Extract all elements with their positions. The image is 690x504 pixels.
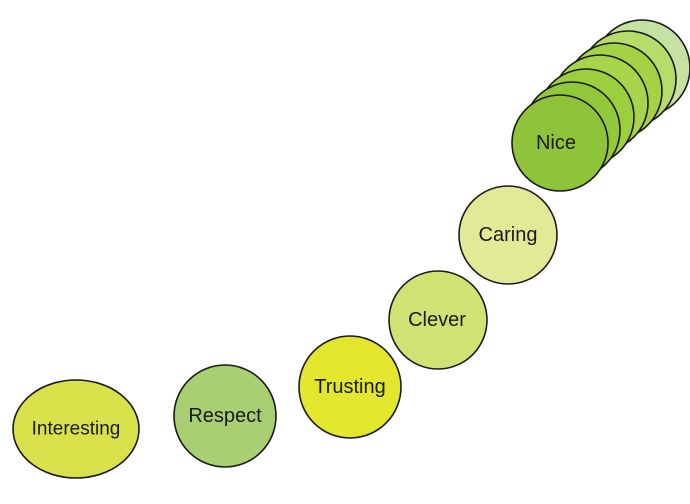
bubble-clever-circle: [388, 270, 488, 370]
bubble-caring-label: Caring: [479, 224, 538, 246]
bubble-interesting-label: Interesting: [32, 419, 121, 440]
bubble-clever-label: Clever: [408, 309, 466, 331]
bubble-respect-circle: [173, 364, 277, 468]
bubble-caring-circle: [458, 185, 558, 285]
bubble-nice-circle: [511, 94, 609, 192]
bubble-respect-label: Respect: [188, 405, 262, 427]
bubble-interesting: Interesting: [12, 379, 140, 479]
bubble-trusting-circle: [298, 335, 402, 439]
bubble-trusting-label: Trusting: [314, 376, 386, 398]
bubble-nice-label: Nice: [536, 132, 576, 154]
bubble-caring: Caring: [458, 185, 558, 285]
bubble-nice: Nice: [511, 94, 609, 192]
bubble-clever: Clever: [388, 270, 488, 370]
bubble-respect: Respect: [173, 364, 277, 468]
bubble-trusting: Trusting: [298, 335, 402, 439]
bubble-interesting-circle: [12, 379, 140, 479]
